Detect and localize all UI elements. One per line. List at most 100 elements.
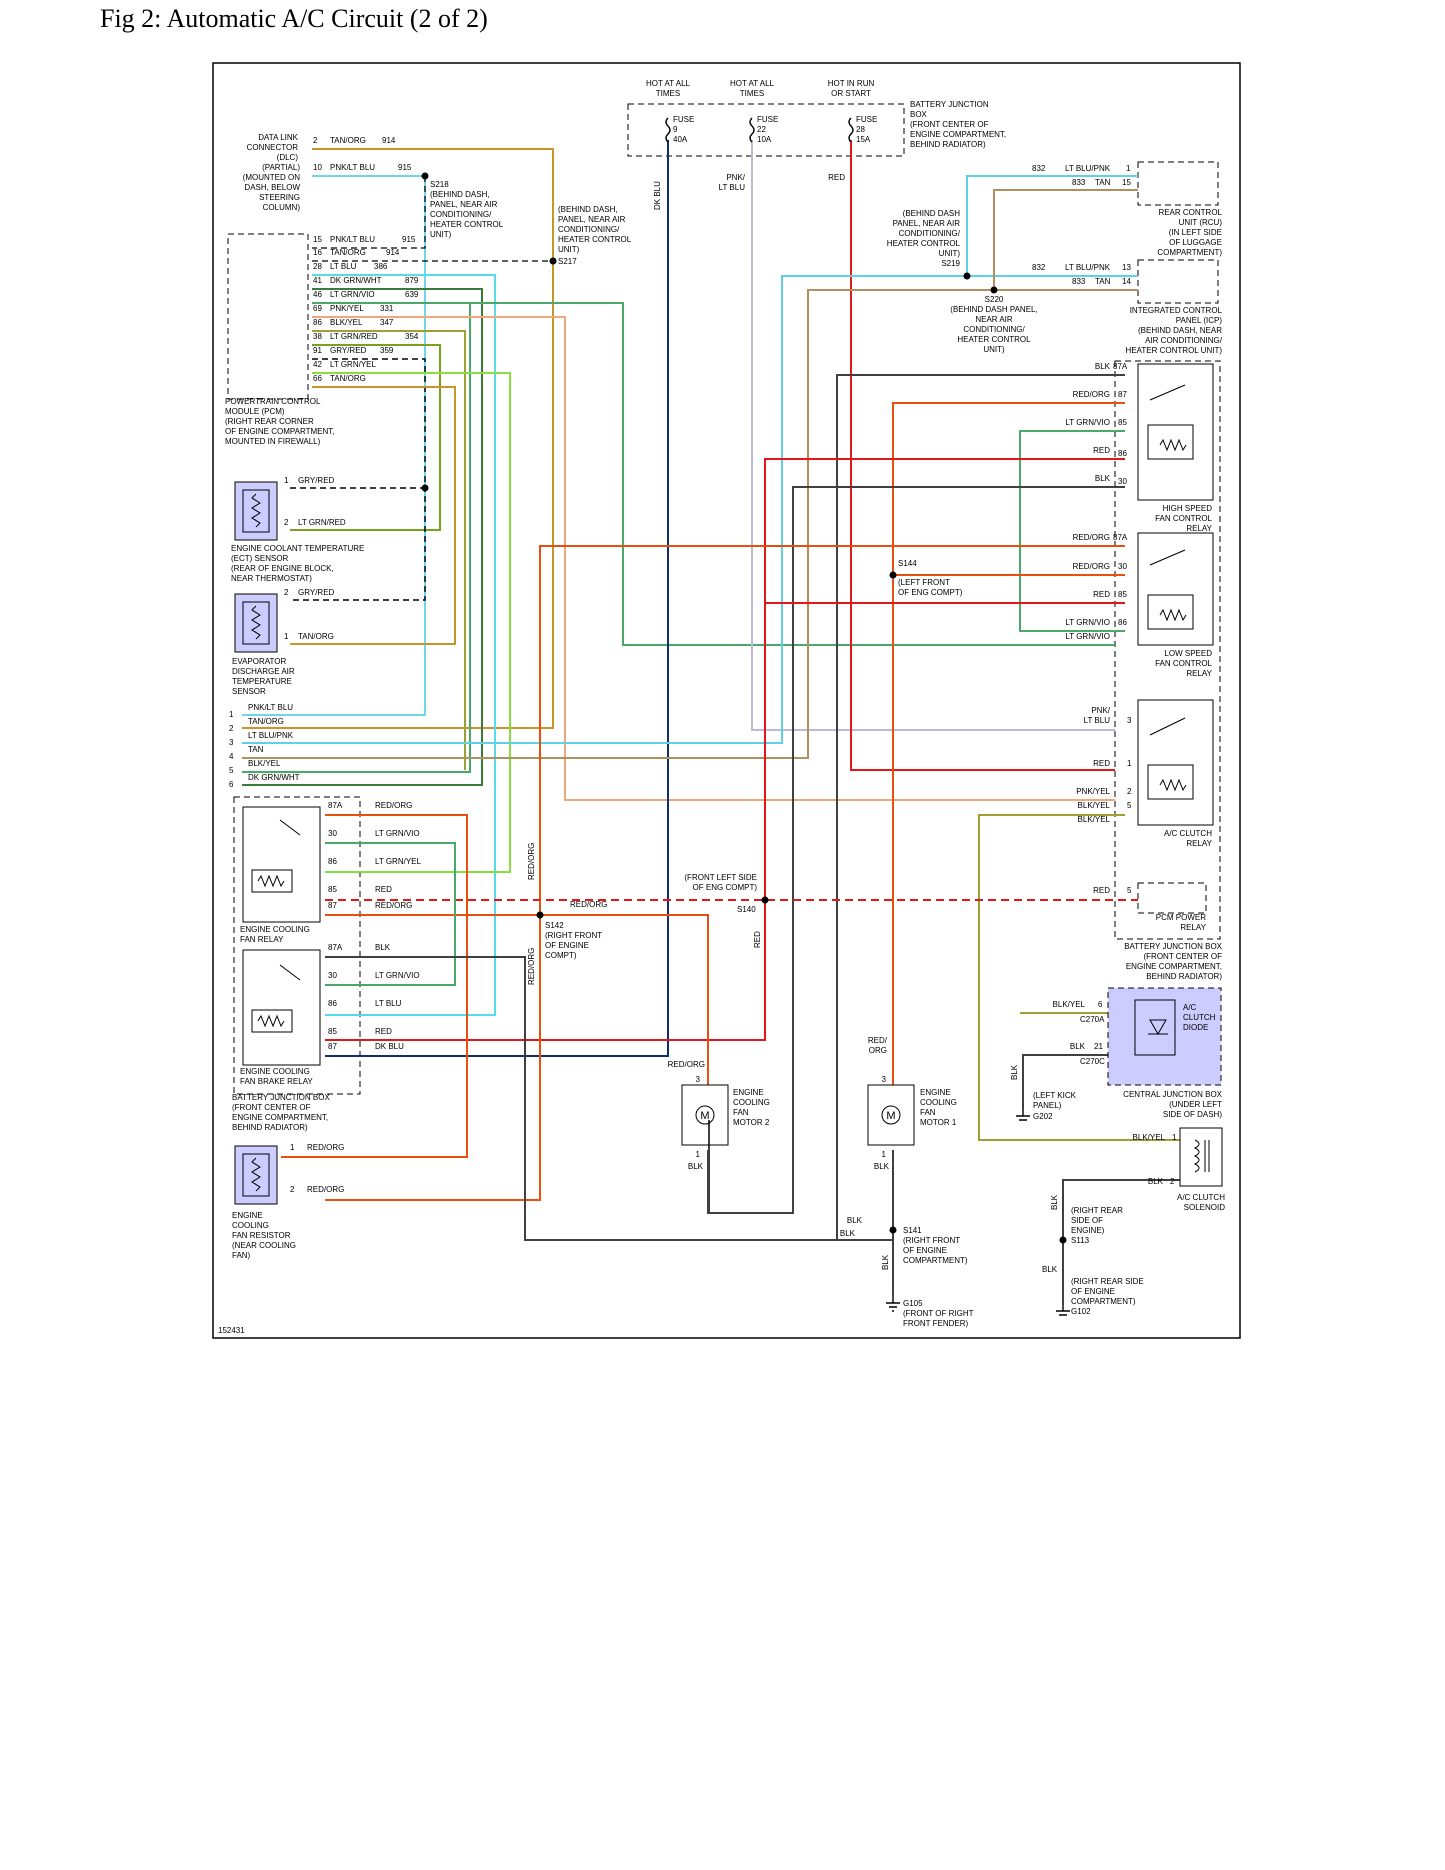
label-ecfr-86-wire: LT GRN/YEL bbox=[375, 857, 421, 866]
label-red-vertical-2: RED bbox=[753, 931, 762, 948]
label-ls-30: 30 bbox=[1118, 562, 1127, 571]
label-pnk-ltblu-1: PNK/ bbox=[726, 173, 745, 182]
label-hs-87: 87 bbox=[1118, 390, 1127, 399]
wire-hs-85-lt-grn-vio bbox=[1019, 430, 1125, 632]
label-s219-1: (BEHIND DASH bbox=[903, 209, 961, 218]
label-rcu-5: COMPARTMENT) bbox=[1157, 248, 1222, 257]
label-icp-832-pin: 13 bbox=[1122, 263, 1131, 272]
splice-s142 bbox=[536, 911, 544, 919]
label-ect-p2-wire: LT GRN/RED bbox=[298, 518, 346, 527]
label-evap-p1-wire: TAN/ORG bbox=[298, 632, 334, 641]
label-m2-4: MOTOR 2 bbox=[733, 1118, 770, 1127]
label-s217-6: S217 bbox=[558, 257, 577, 266]
label-fuse28: FUSE bbox=[856, 115, 877, 124]
label-ecfbr-86: 86 bbox=[328, 999, 337, 1008]
wire-hs-87a-blk bbox=[836, 374, 1125, 1240]
label-m1-1: ENGINE bbox=[920, 1088, 951, 1097]
label-c2-wire: TAN/ORG bbox=[248, 717, 284, 726]
engine-cooling-fan-relay bbox=[242, 806, 321, 923]
label-ect-p1-wire: GRY/RED bbox=[298, 476, 335, 485]
pcm-pin-69-circuit: 331 bbox=[380, 304, 394, 313]
label-dlc-p2-c: 914 bbox=[382, 136, 396, 145]
wire-m2-blk bbox=[707, 1150, 793, 1214]
wire-s218-dashed bbox=[312, 176, 426, 249]
label-fuse28-n: 28 bbox=[856, 125, 865, 134]
label-ecfr-85: 85 bbox=[328, 885, 337, 894]
label-rcu-832-pin: 1 bbox=[1126, 164, 1131, 173]
label-ls-87a-wire: RED/ORG bbox=[1073, 533, 1110, 542]
label-bjb-left-2: (FRONT CENTER OF bbox=[232, 1103, 311, 1112]
label-dlc-2: CONNECTOR bbox=[247, 143, 299, 152]
wire-pcm46-to-ls-relay bbox=[312, 302, 1115, 646]
pcm-pin-86-circuit: 347 bbox=[380, 318, 394, 327]
label-s141-3: OF ENGINE bbox=[903, 1246, 947, 1255]
label-evap-2: DISCHARGE AIR bbox=[232, 667, 295, 676]
label-pcm-4: OF ENGINE COMPARTMENT, bbox=[225, 427, 335, 436]
label-ecfres-p1: 1 bbox=[290, 1143, 295, 1152]
label-m1-p1: 1 bbox=[882, 1150, 887, 1159]
label-s220-1: S220 bbox=[985, 295, 1004, 304]
label-s142-3: OF ENGINE bbox=[545, 941, 589, 950]
label-fls-2: OF ENG COMPT) bbox=[693, 883, 758, 892]
label-s141-2: (RIGHT FRONT bbox=[903, 1236, 960, 1245]
label-dlc-p10-w: PNK/LT BLU bbox=[330, 163, 375, 172]
label-ect-2: (ECT) SENSOR bbox=[231, 554, 289, 563]
label-s220-2: (BEHIND DASH PANEL, bbox=[950, 305, 1037, 314]
label-acr-5: 5 bbox=[1127, 801, 1132, 810]
label-icp-4: AIR CONDITIONING/ bbox=[1145, 336, 1223, 345]
label-ecfres-p2: 2 bbox=[290, 1185, 295, 1194]
splice-s217 bbox=[549, 257, 557, 265]
label-g202-2: PANEL) bbox=[1033, 1101, 1062, 1110]
label-m1-red-org-2: ORG bbox=[869, 1046, 887, 1055]
pcm-pin-15: 15 bbox=[313, 235, 322, 244]
label-m2-p1: 1 bbox=[696, 1150, 701, 1159]
label-ecfres-2: COOLING bbox=[232, 1221, 269, 1230]
pcm-pin-16-circuit: 914 bbox=[386, 248, 400, 257]
label-bjb-left-3: ENGINE COMPARTMENT, bbox=[232, 1113, 328, 1122]
pcm-pin-38-circuit: 354 bbox=[405, 332, 419, 341]
label-cjb-2: (UNDER LEFT bbox=[1169, 1100, 1222, 1109]
wire-hs-86-red bbox=[764, 458, 1125, 605]
label-sol-1-wire: BLK/YEL bbox=[1133, 1133, 1166, 1142]
fuse-28-icon bbox=[848, 117, 854, 143]
label-g102-1: (RIGHT REAR SIDE bbox=[1071, 1277, 1144, 1286]
label-bjb-right-2: (FRONT CENTER OF bbox=[1143, 952, 1222, 961]
label-acr-2: 2 bbox=[1127, 787, 1132, 796]
label-s220-5: HEATER CONTROL bbox=[957, 335, 1031, 344]
wire-ecfr87a-red-org bbox=[281, 814, 468, 1158]
label-rcu-1: REAR CONTROL bbox=[1158, 208, 1222, 217]
wire-dlc2-tan-org bbox=[242, 148, 554, 729]
label-c4: 4 bbox=[229, 752, 234, 761]
wire-rcu833 bbox=[242, 189, 1138, 759]
label-diagram-id: 152431 bbox=[218, 1326, 245, 1335]
label-diode-3: DIODE bbox=[1183, 1023, 1208, 1032]
pcm-pin-28-circuit: 386 bbox=[374, 262, 388, 271]
label-ecfr-85-wire: RED bbox=[375, 885, 392, 894]
pcm-pin-28: 28 bbox=[313, 262, 322, 271]
pcm-pin-15-wire: PNK/LT BLU bbox=[330, 235, 375, 244]
wire-acr-blk-yel bbox=[978, 814, 1180, 1141]
label-hs-86-wire: RED bbox=[1093, 446, 1110, 455]
label-s220-4: CONDITIONING/ bbox=[963, 325, 1025, 334]
pcm-pin-28-wire: LT BLU bbox=[330, 262, 357, 271]
label-s217-4: HEATER CONTROL bbox=[558, 235, 632, 244]
label-bjb-top-2: BOX bbox=[910, 110, 928, 119]
label-s141-blk2: BLK bbox=[840, 1229, 856, 1238]
label-ecfbr-87a-wire: BLK bbox=[375, 943, 391, 952]
label-s144-1: S144 bbox=[898, 559, 917, 568]
label-g102-2: OF ENGINE bbox=[1071, 1287, 1115, 1296]
label-s141-blk1: BLK bbox=[847, 1216, 863, 1225]
label-c5: 5 bbox=[229, 766, 234, 775]
pcm-pin-46-wire: LT GRN/VIO bbox=[330, 290, 375, 299]
wire-pcm28-lt-blu bbox=[312, 274, 496, 1016]
label-fuse9-n: 9 bbox=[673, 125, 678, 134]
label-hot-run: HOT IN RUN bbox=[828, 79, 875, 88]
label-ecfbr-85: 85 bbox=[328, 1027, 337, 1036]
label-m2-blk: BLK bbox=[688, 1162, 704, 1171]
label-icp-832-wire: LT BLU/PNK bbox=[1065, 263, 1111, 272]
label-hot-all-1b: TIMES bbox=[656, 89, 680, 98]
label-dlc-8: COLUMN) bbox=[263, 203, 301, 212]
label-m1-2: COOLING bbox=[920, 1098, 957, 1107]
label-ls-1: LOW SPEED bbox=[1164, 649, 1212, 658]
wire-dlc10-pnk-ltblu bbox=[242, 175, 426, 716]
